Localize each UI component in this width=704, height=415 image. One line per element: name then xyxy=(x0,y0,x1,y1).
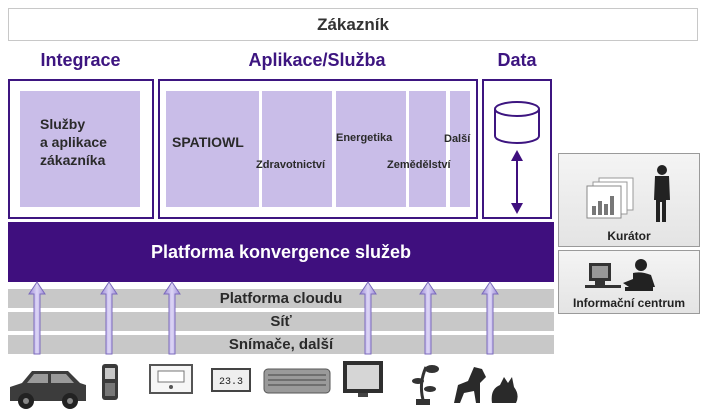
network-label: Síť xyxy=(270,313,292,330)
agriculture-tile xyxy=(409,91,446,207)
person-icon xyxy=(623,259,655,291)
integration-heading: Integrace xyxy=(40,50,121,70)
sensors-layer: Snímače, další xyxy=(8,335,554,354)
health-label: Zdravotnictví xyxy=(256,159,326,171)
data-heading: Data xyxy=(497,50,537,70)
curator-label: Kurátor xyxy=(607,229,651,243)
other-label: Další xyxy=(444,133,471,145)
spatiowl-label: SPATIOWL xyxy=(172,134,244,150)
arrow-up xyxy=(481,281,499,355)
computer-icon xyxy=(585,263,621,288)
data-flow-arrow xyxy=(511,150,523,214)
platform-label: Platforma konvergence služeb xyxy=(150,241,412,262)
dog-icon xyxy=(454,367,486,403)
curator-box: Kurátor xyxy=(558,153,700,247)
arrow-up xyxy=(419,281,437,355)
applications-heading: Aplikace/Služba xyxy=(248,50,386,70)
arrow-up xyxy=(28,281,46,355)
cat-icon xyxy=(491,377,518,403)
upward-arrows xyxy=(28,281,499,355)
spatiowl-tile: SPATIOWL xyxy=(166,91,259,207)
arrow-up xyxy=(359,281,377,355)
info-center-box: Informační centrum xyxy=(558,250,700,314)
meter-readout: 23.3 xyxy=(219,377,243,388)
phone-icon xyxy=(102,364,118,400)
cloud-layer: Platforma cloudu xyxy=(8,289,554,308)
chart-icon xyxy=(586,177,634,219)
air-conditioner-icon xyxy=(263,368,331,394)
health-tile xyxy=(262,91,332,207)
devices-row: 23.3 xyxy=(10,361,518,409)
agriculture-label: Zemědělství xyxy=(387,159,451,171)
platform-bar: Platforma konvergence služeb xyxy=(8,222,554,282)
customer-services-tile: Služby a aplikace zákazníka xyxy=(20,91,140,207)
curator-graphic xyxy=(586,165,670,222)
arrow-up xyxy=(163,281,181,355)
info-center-label: Informační centrum xyxy=(572,296,686,310)
other-tile xyxy=(450,91,470,207)
data-graphic xyxy=(494,101,540,214)
energy-label: Energetika xyxy=(336,132,393,144)
customer-bar: Zákazník xyxy=(8,8,698,41)
device-icon xyxy=(149,364,193,394)
customer-label: Zákazník xyxy=(317,14,389,34)
meter-icon: 23.3 xyxy=(211,368,251,392)
network-layer: Síť xyxy=(8,312,554,331)
car-icon xyxy=(10,371,86,409)
energy-tile: Energetika xyxy=(336,91,406,207)
info-center-graphic xyxy=(585,259,655,291)
arrow-up xyxy=(100,281,118,355)
customer-services-label: Služby a aplikace zákazníka xyxy=(40,116,107,168)
plant-icon xyxy=(412,365,439,405)
cloud-label: Platforma cloudu xyxy=(219,290,343,307)
person-icon xyxy=(654,165,670,222)
sensors-label: Snímače, další xyxy=(228,336,334,353)
database-icon xyxy=(494,101,540,144)
tv-icon xyxy=(343,361,383,397)
